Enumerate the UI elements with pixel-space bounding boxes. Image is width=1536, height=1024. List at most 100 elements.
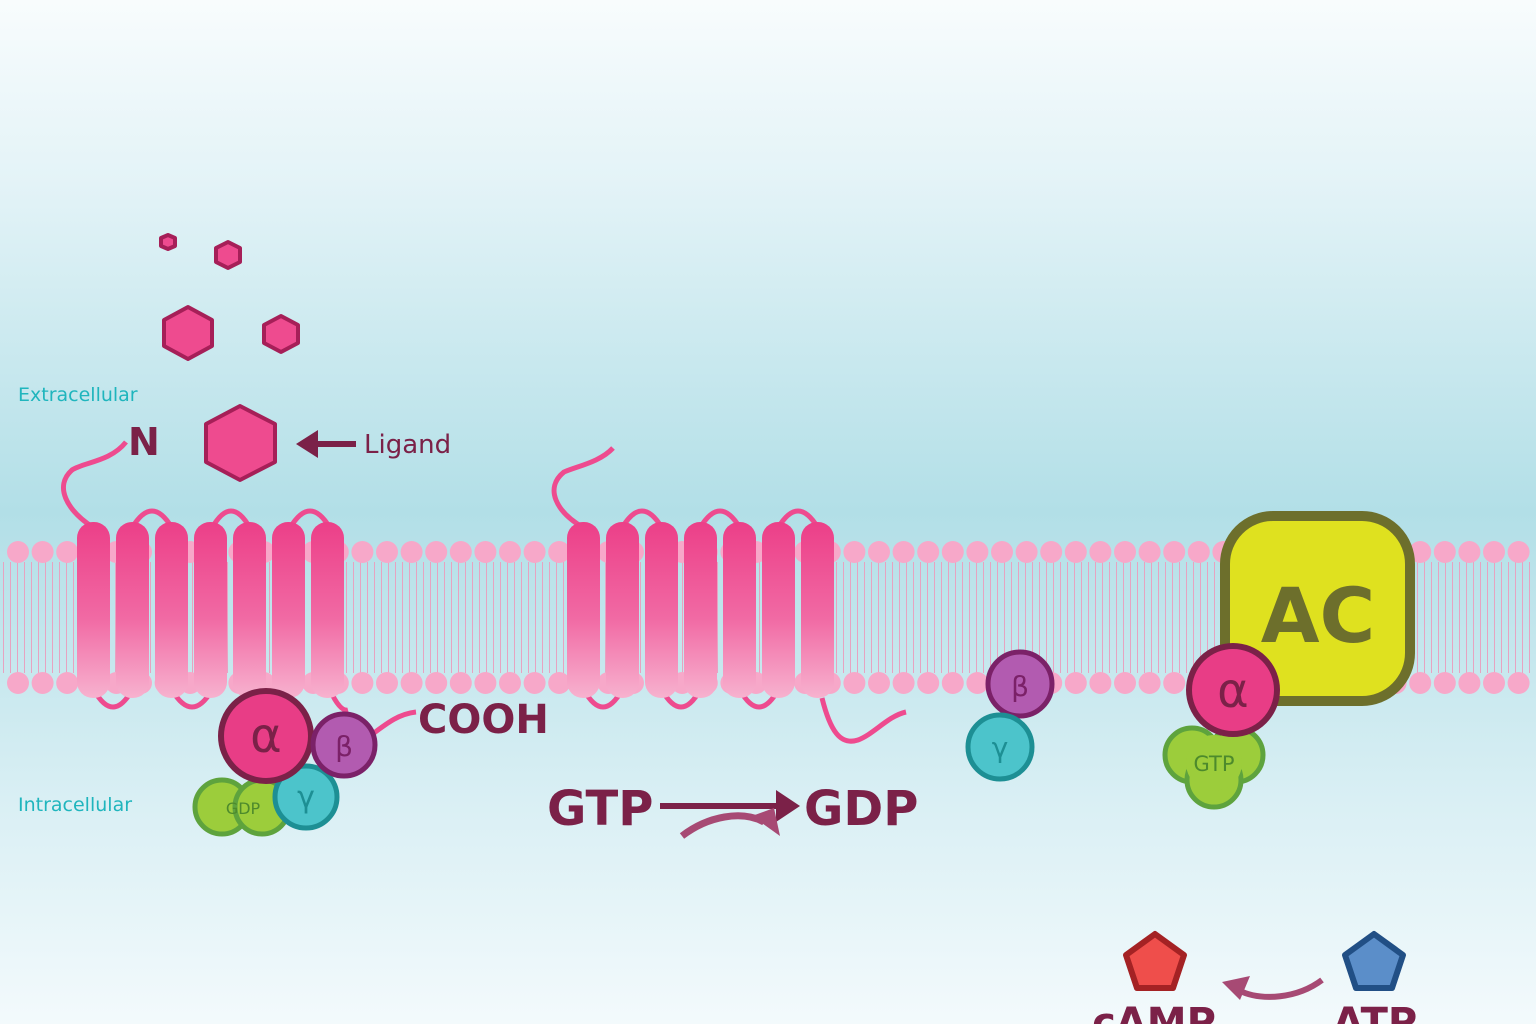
lipid-head [523,672,546,694]
transmembrane-helices [77,522,344,698]
lipid-head [1483,672,1505,694]
lipid-head [1114,672,1136,694]
lipid-head [1138,672,1161,694]
lipid-head [548,672,571,694]
beta-label: β [335,730,353,763]
gamma-subunit [272,763,340,831]
g-protein-inactive: GDP γ α β [192,688,378,837]
gamma-subunit [965,712,1035,782]
lipid-head [449,541,472,563]
atp-label: ATP [1333,1000,1417,1024]
gpcr-receptor [551,446,907,744]
n-terminal-tail [551,446,615,531]
lipid-head [1089,672,1112,694]
alpha-gtp-complex: GTP α [1162,643,1280,810]
ligand-molecules [159,233,300,482]
lipid-head [7,541,29,563]
ligand-hexagon [214,240,242,270]
c-terminal-tail [819,697,907,744]
lipid-head [991,541,1013,563]
intracellular-label: Intracellular [18,794,132,816]
lipid-head [1433,541,1456,563]
gpcr-receptor-active [61,440,417,738]
lipid-head [523,541,546,563]
extracellular-label: Extracellular [18,384,138,406]
lipid-head [376,672,398,694]
lipid-head [425,672,448,694]
ligand-hexagon [162,305,214,361]
lipid-head [1458,672,1481,694]
lipid-head [1163,672,1186,694]
lipid-head [1015,541,1038,563]
alpha-label: α [1217,663,1249,719]
lipid-head [56,672,79,694]
ac-label: AC [1261,571,1376,660]
lipid-head [56,541,79,563]
lipid-head [1433,672,1456,694]
lipid-head [868,672,890,694]
atp-pentagon [1342,931,1406,991]
lipid-head [376,541,398,563]
alpha-label: α [250,708,282,764]
cooh-label: COOH [418,697,549,743]
atp-substrate: ATP [1333,931,1417,1024]
lipid-head [449,672,472,694]
lipid-head [843,672,866,694]
lipid-head [351,541,374,563]
ligand-hexagon [262,314,300,354]
beta-subunit [985,649,1055,719]
lipid-head [1064,672,1087,694]
gdp-label: GDP [226,799,261,818]
camp-product: cAMP [1092,931,1216,1024]
camp-pentagon [1123,931,1187,991]
lipid-head [1138,541,1161,563]
lipid-head [400,672,423,694]
lipid-head [892,541,915,563]
lipid-head [400,541,423,563]
lipid-head [966,672,989,694]
transmembrane-helices [567,522,834,698]
lipid-head [1409,672,1432,694]
lipid-head [1507,541,1530,563]
lipid-head [1409,541,1432,563]
ligand-label: Ligand [364,430,451,460]
lipid-head [548,541,571,563]
lipid-head [917,672,940,694]
lipid-head [1507,672,1530,694]
ligand-hexagon-bound [204,404,277,482]
alpha-subunit [218,688,314,784]
lipid-head [892,672,915,694]
lipid-head [1483,541,1505,563]
n-terminus-label: N [128,420,160,464]
lipid-head [425,541,448,563]
gdp-label-right: GDP [804,781,918,837]
lipid-head [868,541,890,563]
lipid-head [917,541,940,563]
lipid-head [474,672,497,694]
lipid-head [1064,541,1087,563]
adenylyl-cyclase: AC [1220,511,1415,706]
lipid-head [1187,541,1210,563]
lipid-head [966,541,989,563]
ac-enzyme [1220,511,1415,706]
lipid-head [31,541,54,563]
lipid-head [941,672,964,694]
lipid-head [1458,541,1481,563]
gtp-label: GTP [547,781,653,837]
lipid-head [474,541,497,563]
ligand-hexagon [159,233,177,251]
lipid-head [7,672,29,694]
gamma-label: γ [992,731,1009,764]
exchange-arrow [660,790,800,839]
lipid-head [843,541,866,563]
lipid-head [499,541,521,563]
camp-label: cAMP [1092,1000,1216,1024]
n-terminal-tail [61,440,128,531]
lipid-head [31,672,54,694]
lipid-head [1114,541,1136,563]
lipid-head [351,672,374,694]
beta-label: β [1011,670,1029,703]
alpha-subunit [1186,643,1280,737]
ligand-pointer [296,430,356,458]
